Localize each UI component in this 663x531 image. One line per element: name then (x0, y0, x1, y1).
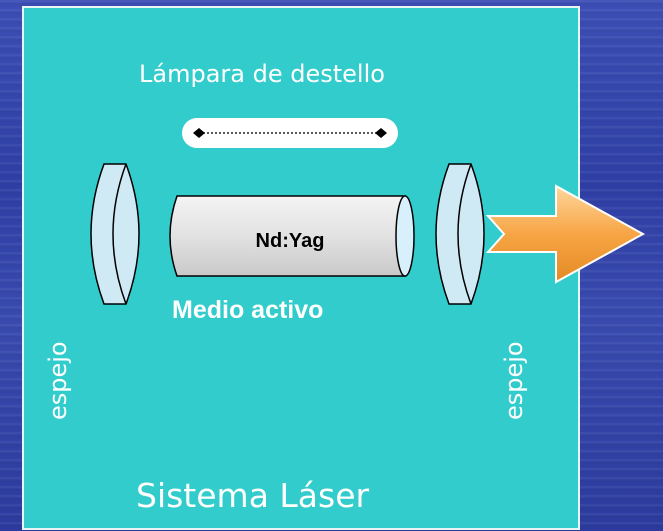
rod-label: Nd:Yag (255, 230, 325, 252)
flash-lamp-label: Lámpara de destello (139, 60, 385, 88)
active-medium-label: Medio activo (172, 296, 324, 324)
left-mirror (90, 163, 140, 305)
flash-lamp (182, 118, 398, 148)
nd-yag-rod (169, 195, 415, 277)
system-label: Sistema Láser (136, 476, 370, 515)
laser-beam-arrow (485, 184, 646, 284)
right-mirror-label: espejo (500, 341, 528, 420)
left-mirror-label: espejo (44, 341, 72, 420)
right-mirror (435, 163, 485, 305)
